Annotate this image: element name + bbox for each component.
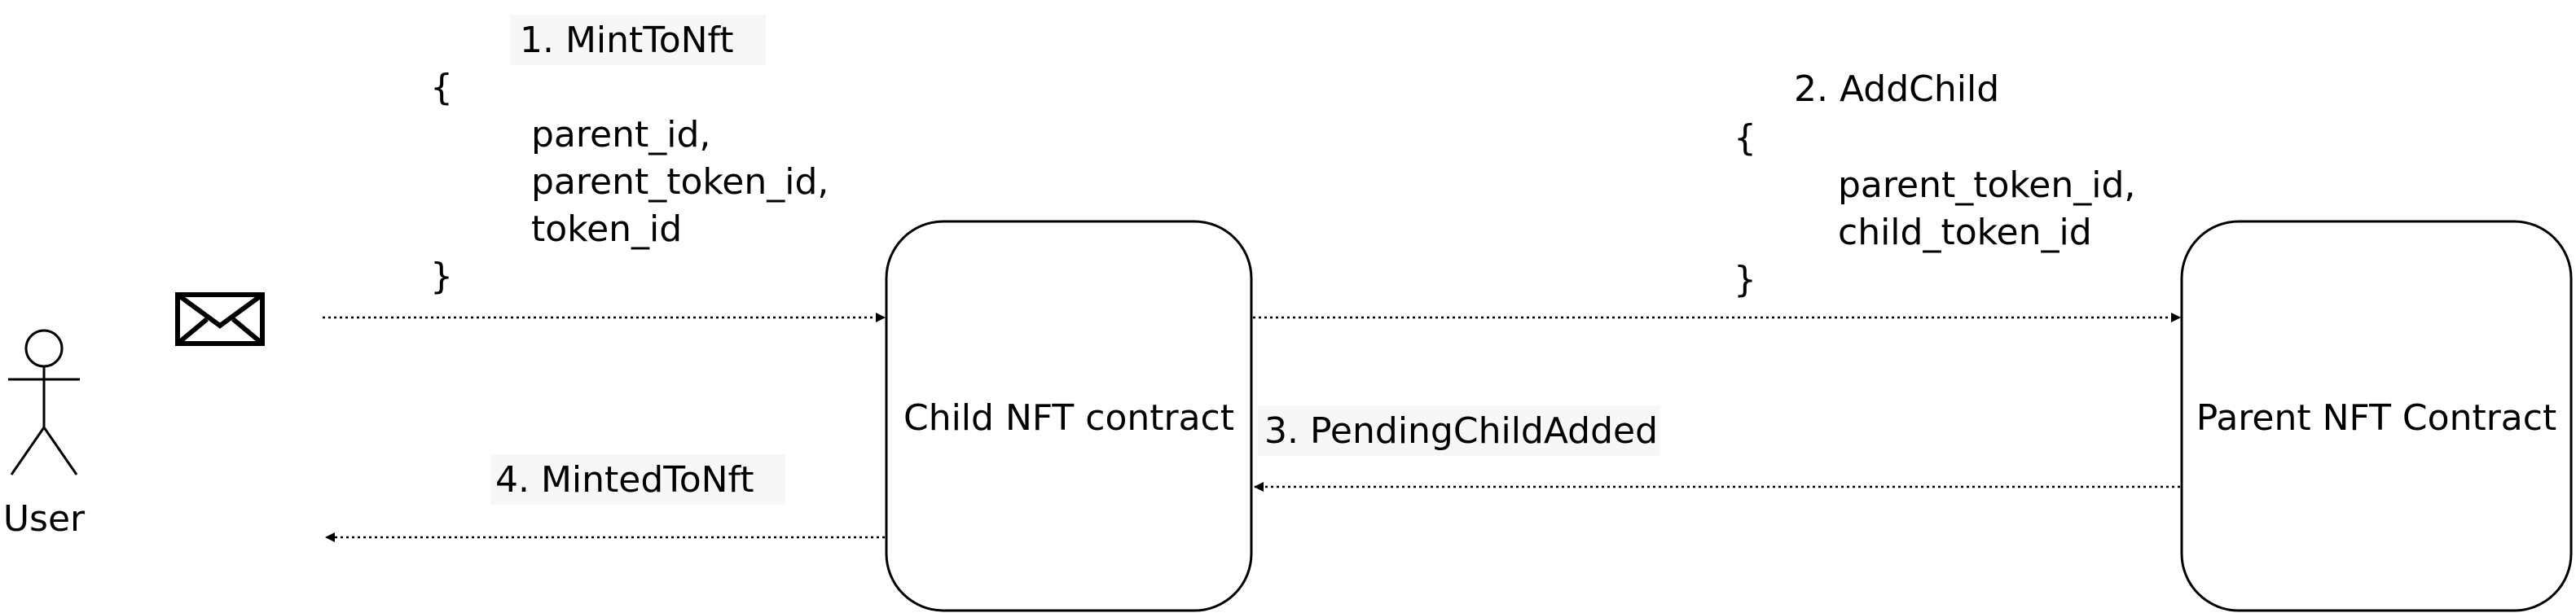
user-actor: User xyxy=(3,329,86,540)
message-1-label: 1. MintToNft { parent_id, parent_token_i… xyxy=(430,15,829,297)
user-stick-figure-icon xyxy=(8,329,80,475)
message-2-field: parent_token_id, xyxy=(1838,164,2135,206)
parent-nft-contract-node: Parent NFT Contract xyxy=(2180,220,2573,612)
message-1-open-brace: { xyxy=(430,67,453,108)
message-1-close-brace: } xyxy=(430,256,453,297)
message-2-open-brace: { xyxy=(1734,117,1756,159)
message-4-step: 4. MintedToNft xyxy=(495,459,754,501)
message-2-label: 2. AddChild { parent_token_id, child_tok… xyxy=(1734,68,2135,300)
message-1-field: parent_id, xyxy=(531,114,710,155)
message-2-close-brace: } xyxy=(1734,259,1756,300)
parent-nft-contract-label: Parent NFT Contract xyxy=(2196,397,2556,439)
message-2-step: 2. AddChild xyxy=(1794,68,1999,110)
message-1-field: parent_token_id, xyxy=(531,161,829,203)
user-label: User xyxy=(3,498,86,540)
message-4-label: 4. MintedToNft xyxy=(490,454,785,505)
message-3-label: 3. PendingChildAdded xyxy=(1258,405,1660,456)
child-nft-contract-node: Child NFT contract xyxy=(885,220,1253,612)
message-2-field: child_token_id xyxy=(1838,212,2092,253)
child-nft-contract-label: Child NFT contract xyxy=(903,397,1234,439)
envelope-icon xyxy=(175,292,265,346)
message-3-label-bg xyxy=(1258,405,1660,456)
message-3-step: 3. PendingChildAdded xyxy=(1264,410,1658,452)
message-1-field: token_id xyxy=(531,208,682,250)
message-4-label-bg xyxy=(490,454,785,505)
message-1-label-bg xyxy=(510,15,766,65)
message-1-step: 1. MintToNft xyxy=(520,20,734,61)
